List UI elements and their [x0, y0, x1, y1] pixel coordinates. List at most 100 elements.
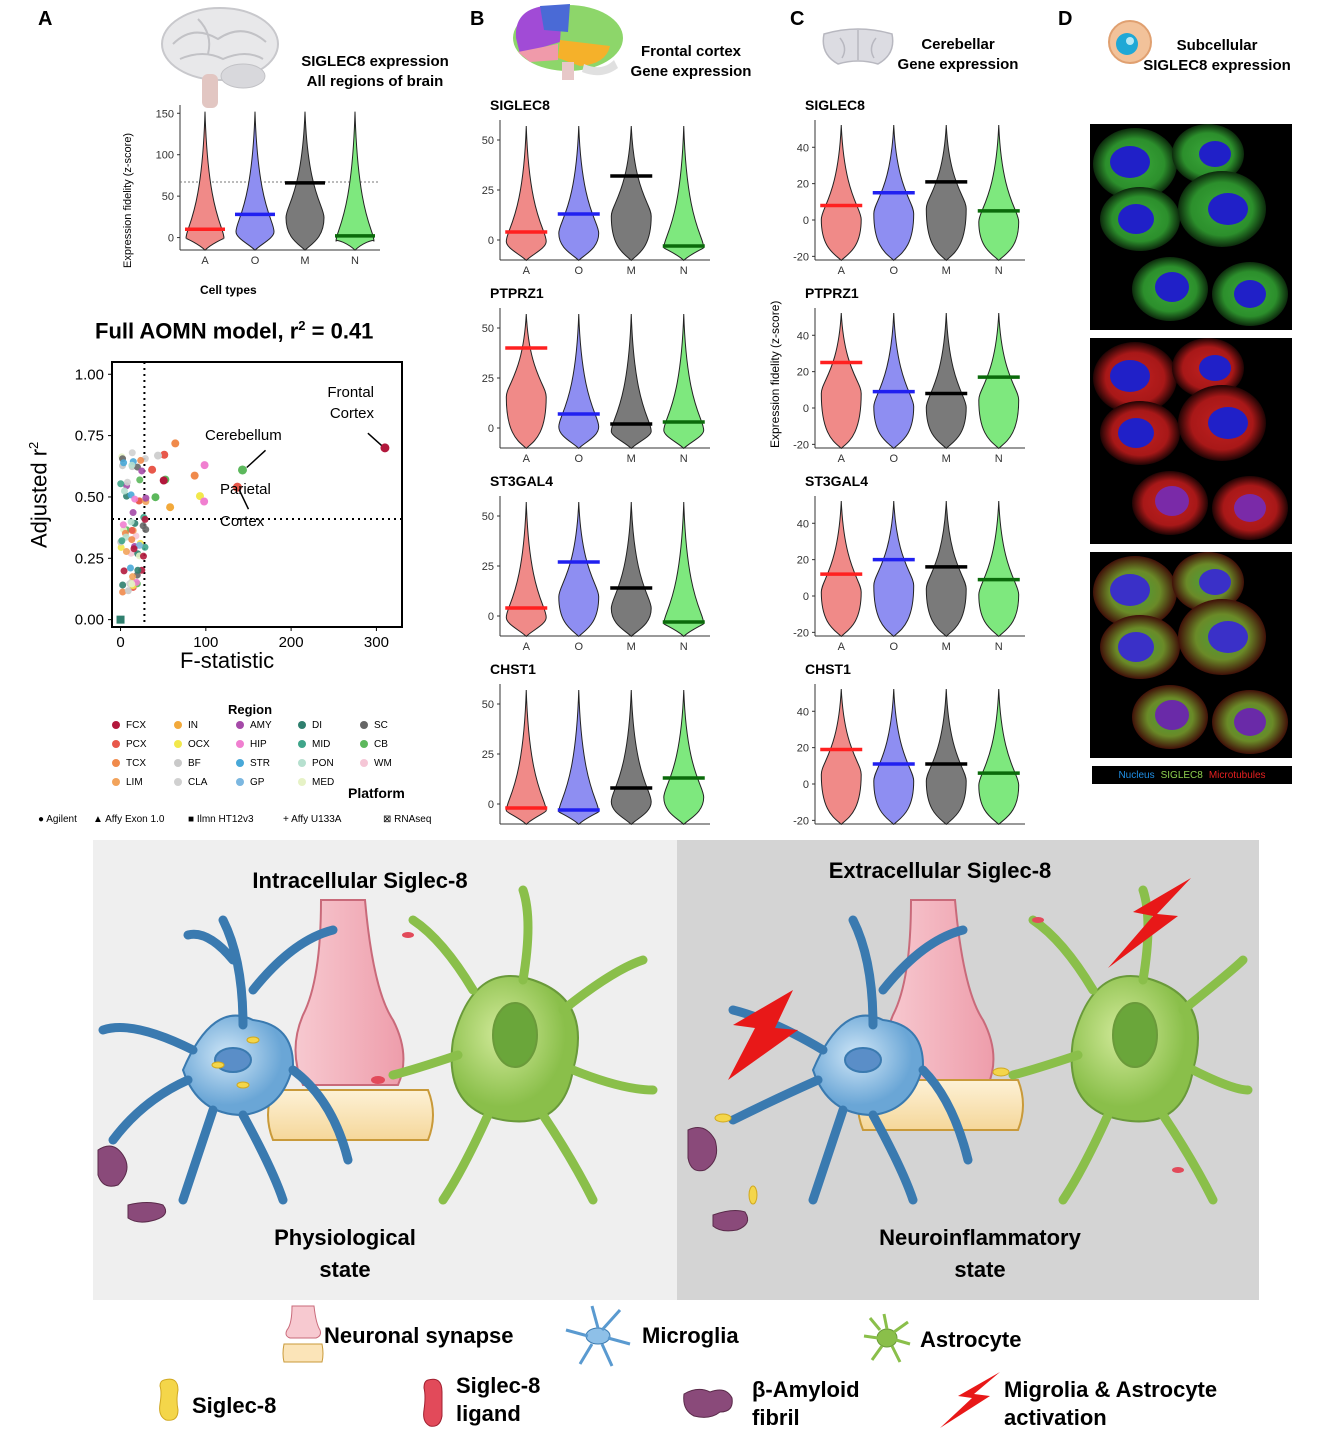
x-tick-label: O [574, 453, 583, 465]
violin-a-ylabel: Expression fidelity (z-score) [122, 132, 134, 268]
data-point [128, 449, 136, 457]
synapse-legend-label: Neuronal synapse [324, 1323, 514, 1348]
data-point [120, 459, 128, 467]
x-tick-label: 0 [116, 634, 124, 651]
y-tick-label: 0 [488, 235, 494, 247]
gene-title: CHST1 [805, 661, 851, 677]
y-tick-label: 0 [488, 423, 494, 435]
x-tick-label: 300 [364, 634, 389, 651]
region-legend-item: SC [360, 720, 388, 731]
synapse-legend-icon [282, 1305, 324, 1363]
microglia-legend-icon [565, 1305, 631, 1367]
y-tick-label: 0 [168, 233, 174, 245]
model-title: Full AOMN model, r2 = 0.41 [95, 318, 374, 344]
region-legend-item: OCX [174, 739, 210, 750]
region-legend-item: STR [236, 758, 270, 769]
violin-O [558, 125, 600, 262]
panel-d-title-line2: SIGLEC8 expression [1143, 57, 1291, 75]
siglec8-illustration [97, 878, 1253, 1232]
brain-icon [161, 7, 279, 108]
y-tick-label: 20 [797, 179, 809, 191]
violin-N [978, 500, 1020, 638]
x-tick-label: A [201, 255, 209, 267]
region-code: LIM [126, 777, 143, 788]
x-tick-label: N [351, 255, 359, 267]
region-color-swatch [360, 721, 368, 730]
gene-title: ST3GAL4 [805, 473, 868, 489]
violin-M [610, 125, 652, 262]
x-tick-label: A [523, 453, 531, 465]
microglia-left [98, 915, 353, 1205]
y-tick-label: 50 [162, 191, 174, 203]
data-point [142, 494, 150, 502]
region-legend-item: DI [298, 720, 322, 731]
activation-line1: Migrolia & Astrocyte [1004, 1377, 1218, 1402]
amyloid-right [687, 1127, 749, 1232]
region-legend-item: AMY [236, 720, 272, 731]
extracellular-title: Extracellular Siglec-8 [828, 858, 1052, 883]
data-point [120, 487, 128, 495]
violin-A [820, 312, 862, 450]
violin-O [873, 312, 915, 450]
data-point [195, 492, 204, 501]
siglec8-extracellular [714, 1067, 1010, 1205]
microscopy-legend-item: Nucleus [1118, 769, 1155, 781]
data-point [141, 515, 149, 523]
synapse-left [267, 899, 434, 1141]
microscopy-legend-item: Microtubules [1208, 769, 1266, 781]
x-tick-label: A [838, 453, 846, 465]
siglec8-intracellular [211, 1036, 260, 1089]
y-tick-label: 20 [797, 367, 809, 379]
microscopy-images [1090, 124, 1292, 758]
gene-title: ST3GAL4 [490, 473, 553, 489]
x-tick-label: M [942, 641, 951, 653]
violin-O [873, 688, 915, 825]
violin-M [925, 312, 967, 450]
cerebellum-icon [822, 28, 894, 65]
data-point [200, 461, 209, 470]
region-color-swatch [298, 759, 306, 768]
activation-bolt-1 [728, 990, 798, 1080]
panel-b-title: Frontal cortex Gene expression [628, 42, 754, 83]
region-legend-item: MED [298, 777, 334, 788]
data-point [190, 471, 199, 480]
violin-A [505, 125, 547, 262]
panel-c-title-line2: Gene expression [897, 56, 1019, 74]
amyloid-legend-label: β-Amyloid fibril [752, 1376, 860, 1431]
y-tick-label: 20 [797, 555, 809, 567]
ligand-line1: Siglec-8 [456, 1373, 541, 1398]
data-point [159, 476, 168, 485]
x-tick-label: O [889, 641, 898, 653]
data-point [118, 537, 126, 545]
annotation-arrow [367, 432, 383, 446]
region-code: PON [312, 758, 334, 769]
region-color-swatch [174, 778, 182, 787]
region-legend-item: HIP [236, 739, 267, 750]
region-code: HIP [250, 739, 267, 750]
y-tick-label: 100 [156, 150, 174, 162]
x-tick-label: M [942, 265, 951, 277]
astrocyte-right [1008, 885, 1253, 1205]
region-legend-item: PCX [112, 739, 147, 750]
data-point [166, 503, 175, 512]
x-tick-label: M [627, 265, 636, 277]
panel-b-letter: B [470, 8, 485, 30]
y-tick-label: 0 [803, 779, 809, 791]
x-tick-label: M [942, 453, 951, 465]
region-color-swatch [174, 740, 182, 749]
data-point [171, 439, 180, 448]
annotation-arrow [238, 489, 250, 510]
physiological-line2: state [319, 1256, 371, 1282]
microtubules-image [1090, 338, 1292, 544]
y-tick-label: 50 [482, 135, 494, 147]
data-point [117, 480, 125, 488]
region-code: MED [312, 777, 335, 788]
violin-M [610, 689, 652, 825]
y-tick-label: 50 [482, 323, 494, 335]
region-code: SC [374, 720, 388, 731]
neuroinflammatory-state-label: Neuroinflammatory state [840, 1222, 1120, 1286]
